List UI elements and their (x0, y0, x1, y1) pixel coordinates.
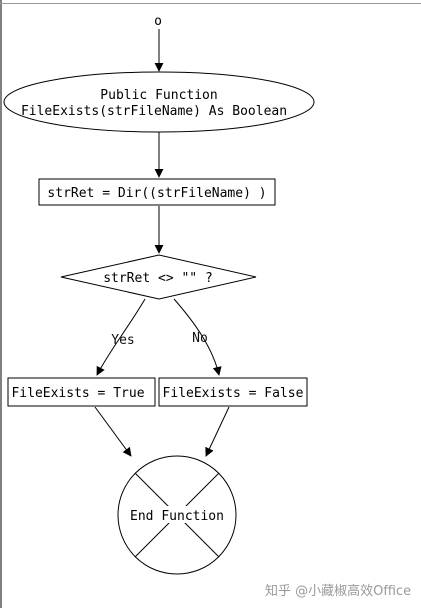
decision-diamond (60, 254, 257, 300)
end-node-label: End Function (130, 509, 224, 524)
false-step-box (158, 377, 308, 407)
connector-true-to-end (94, 406, 132, 457)
assign-step-label: strRet = Dir((strFileName) ) (47, 186, 266, 201)
decision-label: strRet <> "" ? (103, 271, 213, 286)
branch-yes-label: Yes (111, 333, 134, 348)
true-step-label: FileExists = True (11, 386, 144, 401)
function-header-line2: FileExists(strFileName) As Boolean (21, 104, 287, 119)
end-label-backdrop (127, 506, 227, 523)
connector-false-to-end (205, 406, 230, 457)
function-header-line1: Public Function (100, 88, 217, 103)
end-node-circle (117, 455, 237, 575)
branch-no-label: No (192, 331, 208, 346)
watermark: 知乎 @小藏椒高效Office (265, 583, 411, 599)
connector-no-branch (173, 298, 222, 376)
true-step-box (7, 377, 156, 407)
assign-step-box (38, 178, 276, 206)
start-node: o (154, 14, 162, 29)
false-step-label: FileExists = False (163, 386, 304, 401)
connector-yes-branch (96, 298, 146, 376)
